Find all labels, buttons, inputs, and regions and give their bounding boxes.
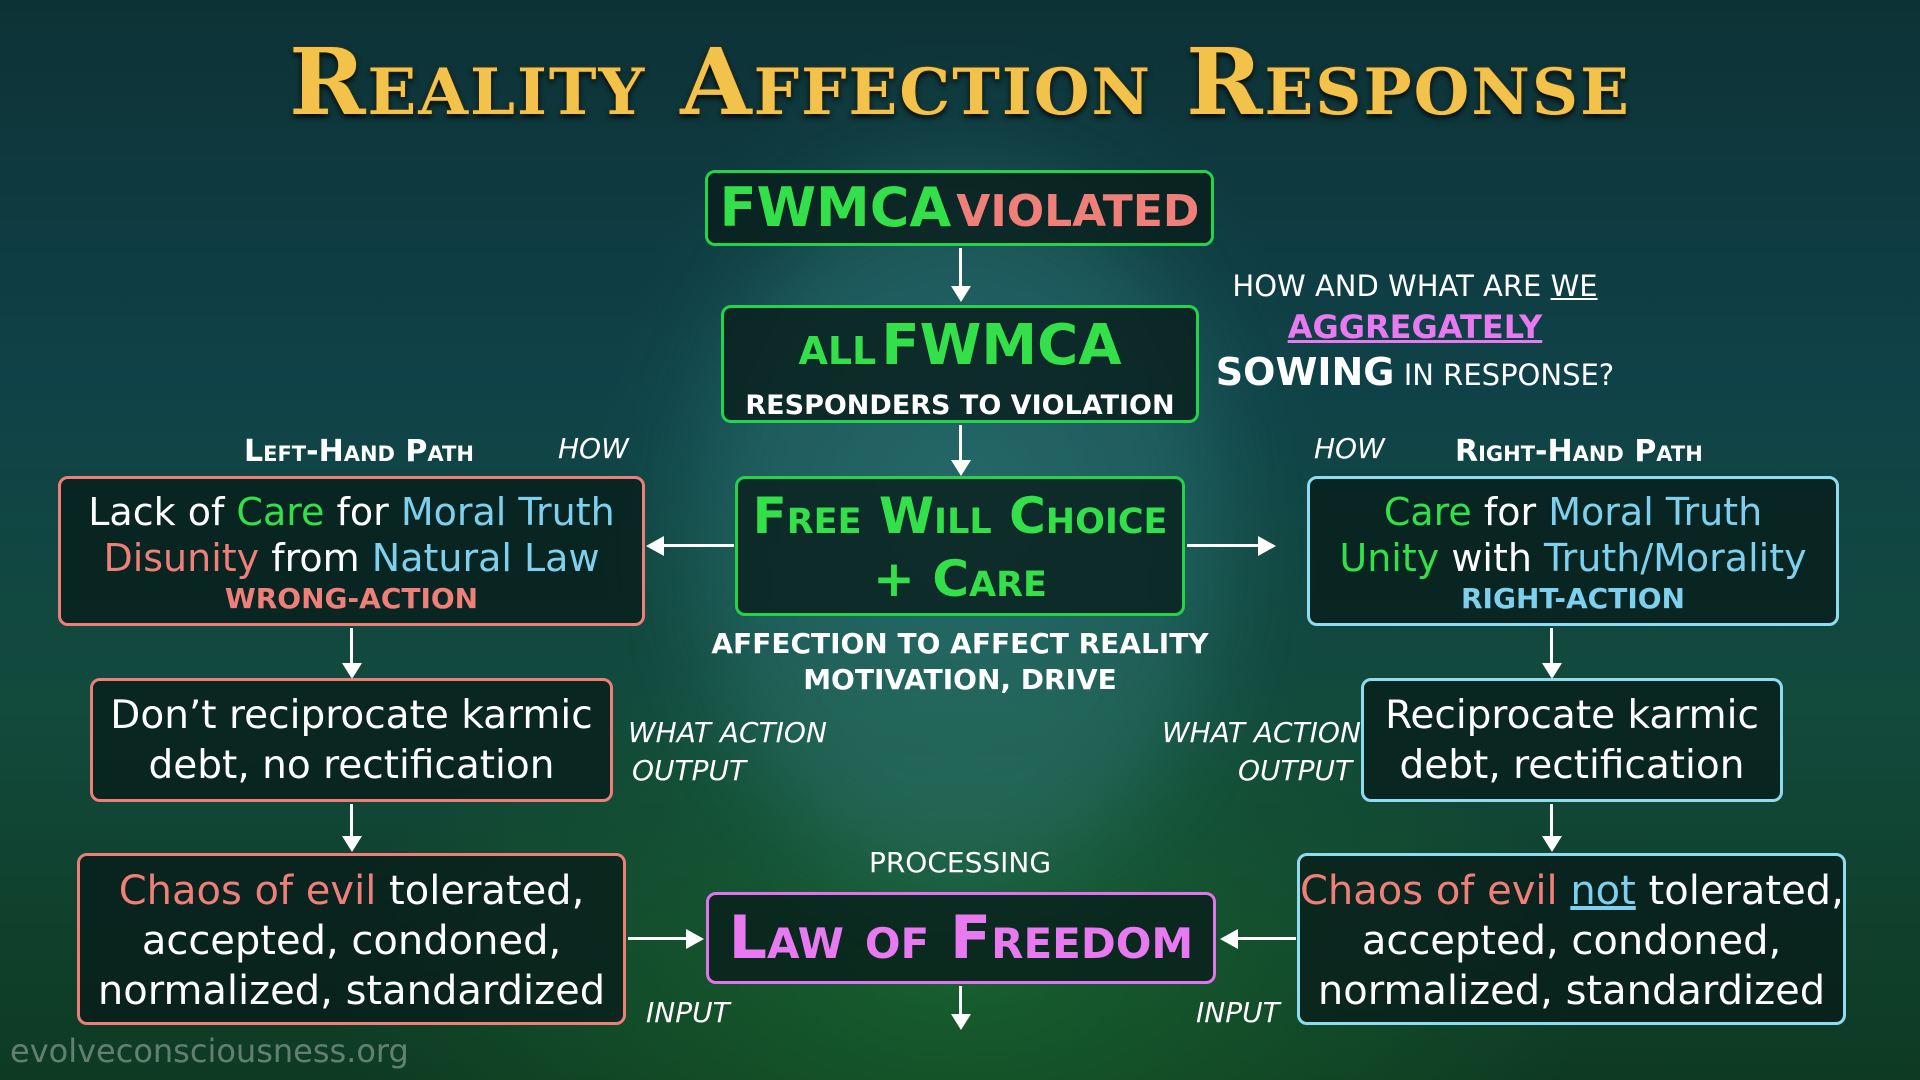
left-box2-line2: debt, no rectification (148, 743, 555, 788)
question-line1: HOW AND WHAT ARE (1232, 269, 1551, 303)
arrow-head-down (342, 836, 362, 852)
right-box1-truth-morality: Truth/Morality (1544, 536, 1807, 580)
right-box2-line1: Reciprocate karmic (1385, 693, 1759, 738)
arrow-line (350, 804, 353, 838)
right-box1-for: for (1471, 490, 1549, 534)
right-box1-care: Care (1383, 490, 1472, 534)
law-of-freedom-box: Law of Freedom (706, 892, 1216, 984)
right-box2-line2: debt, rectification (1399, 743, 1745, 788)
left-chaos-box: Chaos of evil tolerated, accepted, condo… (77, 853, 626, 1025)
watermark: evolveconsciousness.org (10, 1032, 409, 1070)
left-tolerated: tolerated, (376, 868, 585, 914)
violated-label: VIOLATED (956, 186, 1200, 237)
arrow-line (628, 937, 688, 940)
right-input-label: INPUT (1196, 996, 1280, 1029)
arrow-head-down (951, 1014, 971, 1030)
left-box1-natural-law: Natural Law (371, 536, 600, 580)
free-will-choice-box: Free Will Choice + Care (735, 476, 1185, 616)
question-text: HOW AND WHAT ARE WE AGGREGATELY SOWING I… (1210, 266, 1620, 404)
page-title: Reality Affection Response (289, 28, 1631, 136)
arrow-head-down (951, 460, 971, 476)
question-in-response: IN RESPONSE? (1394, 358, 1615, 392)
left-dont-reciprocate-box: Don’t reciprocate karmic debt, no rectif… (90, 678, 613, 802)
left-box1-moral-truth: Moral Truth (400, 490, 615, 534)
right-box1-moral-truth: Moral Truth (1548, 490, 1763, 534)
right-what-action-label: WHAT ACTION (1162, 716, 1361, 749)
responders-subtitle: RESPONDERS TO VIOLATION (745, 390, 1175, 421)
left-wrong-action: WRONG-ACTION (224, 582, 479, 615)
left-what-action-label: WHAT ACTION (628, 716, 827, 749)
fwmca-label: FWMCA (719, 176, 952, 239)
arrow-line (959, 425, 962, 463)
left-chaos-of-evil: Chaos of evil (118, 868, 377, 914)
arrow-line (1550, 804, 1553, 838)
left-box3-line2: accepted, condoned, (141, 918, 562, 964)
left-box1-from: from (259, 536, 372, 580)
all-label: ALL (798, 329, 877, 373)
question-sowing: SOWING (1215, 350, 1395, 394)
left-box2-line1: Don’t reciprocate karmic (110, 693, 593, 738)
right-care-box: Care for Moral Truth Unity with Truth/Mo… (1307, 476, 1839, 626)
arrow-line (1236, 937, 1296, 940)
left-how-label: HOW (558, 432, 629, 465)
right-hand-path-label: Right-Hand Path (1455, 434, 1703, 469)
right-box1-unity: Unity (1339, 536, 1440, 580)
arrow-line (1187, 544, 1259, 547)
left-hand-path-label: Left-Hand Path (244, 434, 474, 469)
left-input-label: INPUT (646, 996, 730, 1029)
right-box3-line2: accepted, condoned, (1361, 918, 1782, 964)
arrow-line (1550, 628, 1553, 666)
arrow-head-left (1220, 929, 1238, 949)
right-not: not (1570, 868, 1636, 914)
arrow-line (350, 628, 353, 666)
right-chaos-of-evil: Chaos of evil (1300, 868, 1571, 914)
free-will-choice-label: Free Will Choice (752, 487, 1168, 545)
affection-line1: AFFECTION TO AFFECT REALITY (711, 627, 1209, 660)
processing-label: PROCESSING (868, 846, 1052, 879)
arrow-head-down (342, 663, 362, 679)
left-box1-l1c: for (324, 490, 401, 534)
arrow-line (959, 986, 962, 1016)
right-output-label: OUTPUT (1238, 754, 1353, 787)
right-chaos-box: Chaos of evil not tolerated, accepted, c… (1297, 853, 1846, 1025)
question-we: WE (1550, 269, 1598, 303)
left-box1-care: Care (236, 490, 325, 534)
arrow-line (959, 248, 962, 288)
fwmca-violated-box: FWMCA VIOLATED (705, 170, 1214, 246)
arrow-head-down (1542, 663, 1562, 679)
left-box3-line3: normalized, standardized (97, 968, 606, 1014)
affection-text: AFFECTION TO AFFECT REALITY MOTIVATION, … (660, 626, 1260, 698)
arrow-head-right (1258, 536, 1276, 556)
plus-care-label: + Care (873, 550, 1047, 608)
right-reciprocate-box: Reciprocate karmic debt, rectification (1361, 678, 1783, 802)
responders-box: ALL FWMCA RESPONDERS TO VIOLATION (721, 305, 1199, 423)
arrow-head-right (686, 929, 704, 949)
arrow-head-down (1542, 836, 1562, 852)
right-box3-line3: normalized, standardized (1317, 968, 1826, 1014)
right-tolerated: tolerated, (1635, 868, 1844, 914)
right-box1-with: with (1439, 536, 1545, 580)
fwmca-responders-label: FWMCA (881, 313, 1122, 378)
arrow-head-down (951, 286, 971, 302)
affection-line2: MOTIVATION, DRIVE (803, 663, 1117, 696)
question-aggregately: AGGREGATELY (1287, 308, 1543, 346)
left-box1-l1a: Lack of (88, 490, 237, 534)
right-how-label: HOW (1314, 432, 1385, 465)
left-output-label: OUTPUT (632, 754, 747, 787)
law-of-freedom-label: Law of Freedom (728, 903, 1194, 973)
right-right-action: RIGHT-ACTION (1461, 582, 1685, 615)
left-lack-of-care-box: Lack of Care for Moral Truth Disunity fr… (58, 476, 645, 626)
arrow-line (662, 544, 734, 547)
left-box1-disunity: Disunity (103, 536, 260, 580)
arrow-head-left (646, 536, 664, 556)
